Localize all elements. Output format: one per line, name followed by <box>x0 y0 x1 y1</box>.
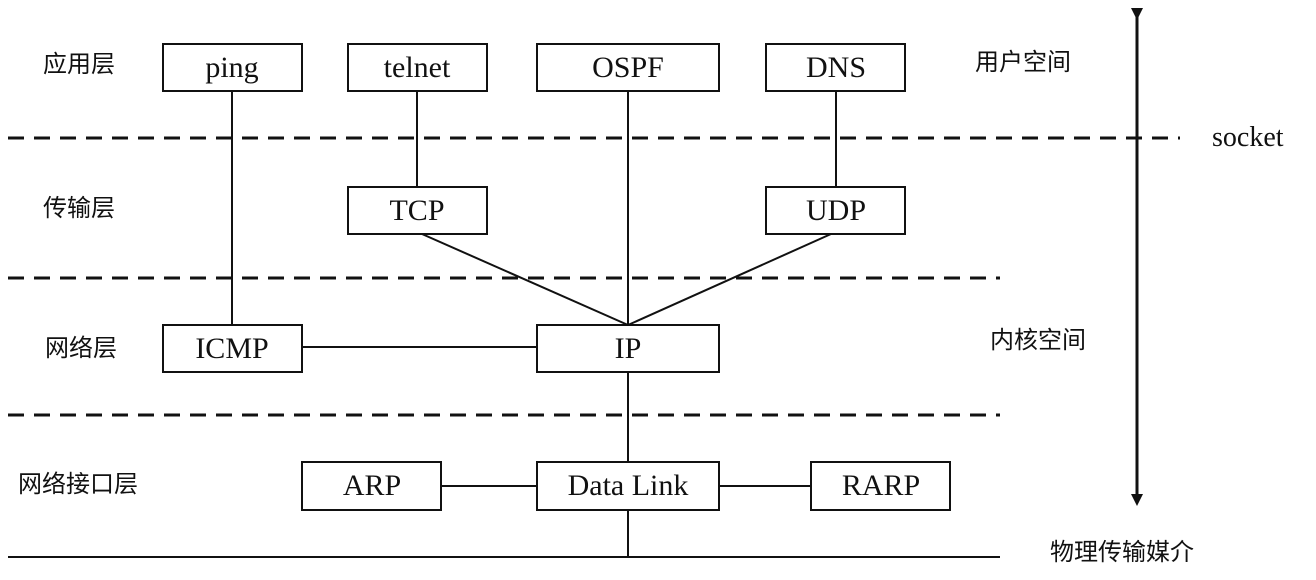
kernel-space-label: 内核空间 <box>990 326 1086 354</box>
tcp-label: TCP <box>389 194 444 227</box>
datalink-label: Data Link <box>568 469 689 502</box>
dns-box: DNS <box>765 43 906 92</box>
link-layer-label: 网络接口层 <box>18 470 138 498</box>
ip-box: IP <box>536 324 720 373</box>
datalink-box: Data Link <box>536 461 720 511</box>
tcp-box: TCP <box>347 186 488 235</box>
telnet-box: telnet <box>347 43 488 92</box>
arp-label: ARP <box>343 469 401 502</box>
arp-box: ARP <box>301 461 442 511</box>
link-tcp-ip <box>421 233 629 326</box>
ping-box: ping <box>162 43 303 92</box>
physical-medium-label: 物理传输媒介 <box>1050 538 1194 566</box>
user-space-label: 用户空间 <box>975 48 1071 76</box>
link-udp-ip <box>627 233 832 326</box>
ping-label: ping <box>205 51 258 84</box>
dns-label: DNS <box>806 51 866 84</box>
telnet-label: telnet <box>384 51 451 84</box>
application-layer-label: 应用层 <box>43 50 115 78</box>
icmp-box: ICMP <box>162 324 303 373</box>
socket-label: socket <box>1212 122 1284 153</box>
ip-label: IP <box>615 332 642 365</box>
network-layer-label: 网络层 <box>45 334 117 362</box>
ospf-label: OSPF <box>592 51 664 84</box>
udp-label: UDP <box>806 194 866 227</box>
rarp-label: RARP <box>842 469 920 502</box>
ospf-box: OSPF <box>536 43 720 92</box>
icmp-label: ICMP <box>195 332 268 365</box>
rarp-box: RARP <box>810 461 951 511</box>
transport-layer-label: 传输层 <box>43 194 115 222</box>
udp-box: UDP <box>765 186 906 235</box>
